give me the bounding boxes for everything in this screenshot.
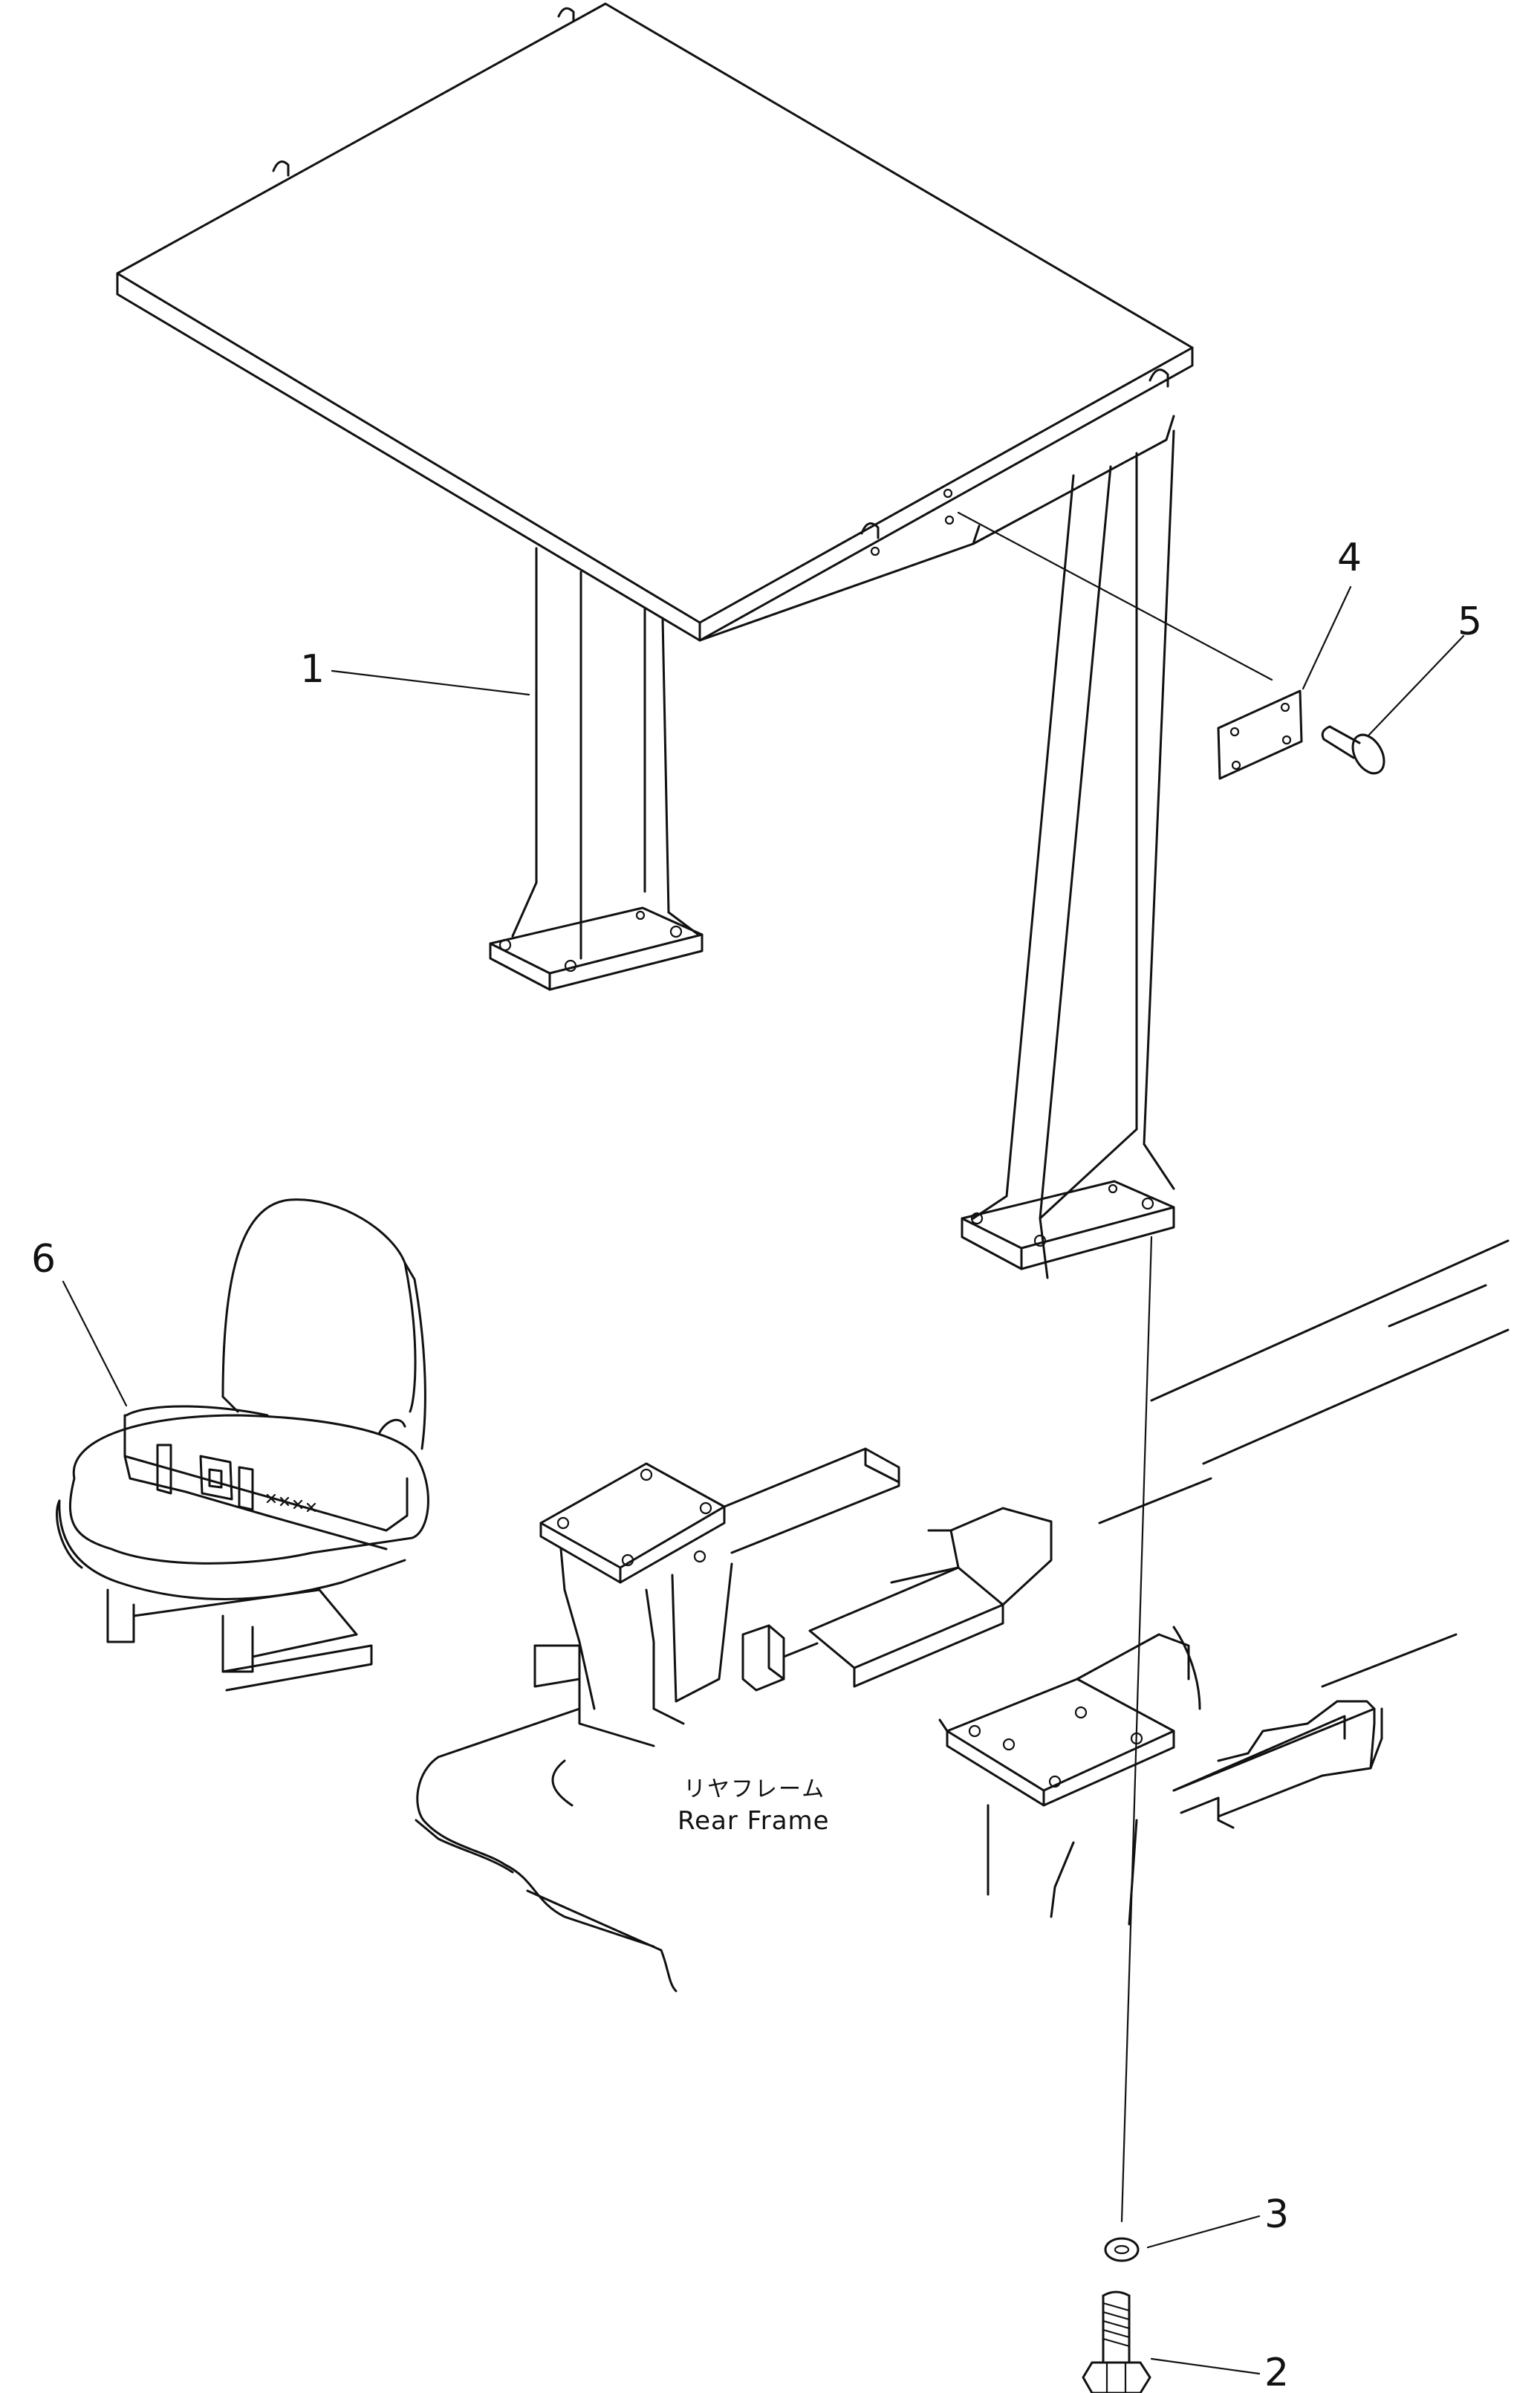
leader-2 (1150, 2357, 1261, 2375)
canopy (116, 2, 1194, 1279)
callout-5: 5 (1458, 600, 1482, 644)
bolt (1082, 2290, 1151, 2393)
leader-3 (1146, 2215, 1261, 2249)
plate (1217, 689, 1303, 780)
callout-1: 1 (300, 647, 325, 692)
canopy-left-post (535, 547, 670, 914)
leader-1 (331, 669, 530, 696)
canopy-right-post (1005, 429, 1175, 1220)
leader-4 (1302, 585, 1352, 690)
rear-frame (415, 1239, 1510, 1993)
rear-frame-label-jp: リヤフレーム (683, 1776, 825, 1802)
callout-2: 2 (1264, 2351, 1289, 2393)
seat (56, 1198, 429, 1692)
leader-6 (62, 1280, 128, 1407)
screw (1321, 725, 1385, 775)
washer (1104, 2237, 1140, 2262)
rear-frame-label-en: Rear Frame (678, 1806, 830, 1836)
bolt-axis-line (1120, 1236, 1153, 2223)
callout-6: 6 (31, 1237, 56, 1282)
callout-3: 3 (1264, 2192, 1289, 2237)
callout-4: 4 (1337, 536, 1362, 580)
canopy-roof (116, 2, 1194, 624)
seat-belt (123, 1405, 409, 1551)
leader-5 (1367, 634, 1465, 737)
